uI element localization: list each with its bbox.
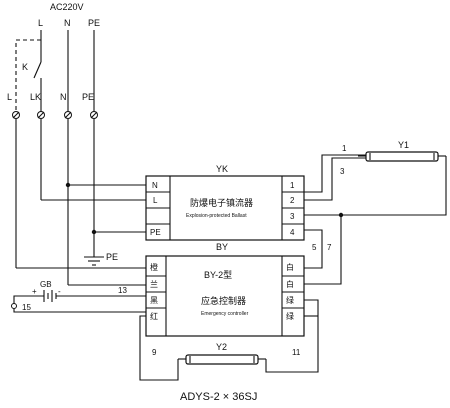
input-lk-label: LK	[30, 92, 41, 102]
lamp-y1-label: Y1	[398, 140, 409, 150]
lamp-y2-tube	[178, 354, 266, 365]
ballast-term-2: 2	[290, 196, 295, 205]
controller-model: BY-2型	[204, 270, 232, 280]
battery-plus: +	[32, 287, 37, 296]
ballast-name-en: Explosion-protected Ballast	[186, 213, 247, 219]
battery-icon	[43, 290, 57, 302]
controller-term-black: 黑	[150, 296, 158, 305]
wire-1	[304, 154, 366, 193]
switch-k-label: K	[22, 62, 28, 72]
wire-3	[304, 157, 366, 201]
supply-n-label: N	[64, 18, 71, 28]
wire-15-label: 15	[22, 303, 31, 312]
supply-pe-label: PE	[88, 18, 100, 28]
controller-term-green-2: 绿	[286, 312, 294, 321]
controller-tag: BY	[216, 242, 228, 252]
wire-7	[304, 215, 342, 285]
ballast-tag: YK	[216, 164, 228, 174]
ballast-term-4: 4	[290, 228, 295, 237]
wire-11	[265, 299, 319, 373]
terminal-n	[64, 111, 72, 119]
controller-term-green-1: 绿	[286, 296, 294, 305]
controller-term-red: 红	[150, 311, 158, 321]
ballast-term-1: 1	[290, 181, 295, 190]
ballast-term-n: N	[152, 181, 158, 190]
controller-name-en: Emergency controller	[201, 311, 249, 317]
battery-minus: -	[58, 287, 61, 296]
switch-k-blade	[33, 61, 42, 79]
diagram-caption: ADYS-2 × 36SJ	[180, 391, 257, 403]
lamp-y1-tube	[358, 151, 446, 162]
wire-7-label: 7	[327, 243, 332, 252]
wire-5	[304, 229, 323, 269]
lamp-y2-label: Y2	[216, 342, 227, 352]
input-l-label: L	[7, 92, 12, 102]
wire-battery-plus	[13, 295, 44, 306]
earth-label: PE	[106, 252, 118, 262]
controller-term-white-1: 白	[286, 262, 294, 272]
terminal-l	[12, 111, 20, 119]
ballast-name-cn: 防爆电子镇流器	[190, 197, 253, 208]
controller-term-orange: 橙	[150, 262, 158, 272]
wire-13-label: 13	[118, 286, 127, 295]
controller-term-white-2: 白	[286, 279, 294, 289]
wire-y1-return	[341, 156, 447, 216]
supply-l-label: L	[38, 18, 43, 28]
wire-15	[13, 309, 146, 313]
controller-name-cn: 应急控制器	[201, 295, 246, 306]
input-n-label: N	[60, 92, 67, 102]
earth-icon	[84, 256, 104, 266]
ballast-term-3: 3	[290, 212, 295, 221]
wire-5-label: 5	[312, 243, 317, 252]
terminal-lk	[37, 111, 45, 119]
supply-voltage-label: AC220V	[50, 2, 84, 12]
controller-box	[145, 255, 305, 337]
wire-11-label: 11	[292, 348, 301, 357]
ballast-box	[145, 175, 305, 241]
battery-label: GB	[40, 280, 52, 289]
wire-1-label: 1	[342, 144, 347, 153]
terminal-pe	[90, 111, 98, 119]
wire-9-label: 9	[152, 348, 157, 357]
input-pe-label: PE	[82, 92, 94, 102]
ballast-term-pe: PE	[150, 228, 161, 237]
wire-3-label: 3	[340, 167, 345, 176]
switch-bypass-dashed	[15, 39, 41, 112]
controller-term-blue: 兰	[150, 279, 158, 289]
ballast-term-l: L	[153, 196, 158, 205]
wire-9	[139, 315, 179, 381]
